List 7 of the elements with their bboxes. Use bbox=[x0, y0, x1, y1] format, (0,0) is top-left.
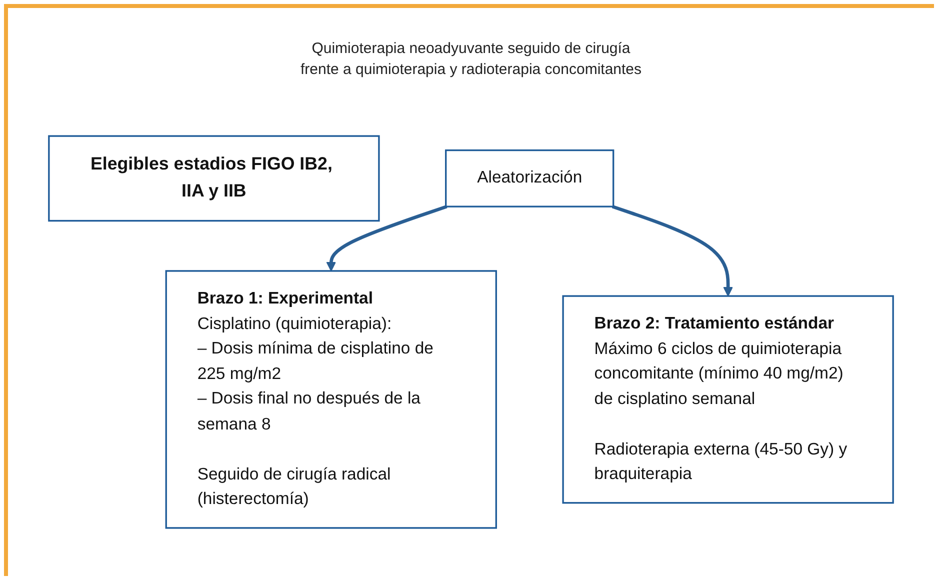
node-box: Brazo 1: Experimental Cisplatino (quimioterapia): – Dosis mínima de cisplatino de 225 mg/m2 – Dosis final no después de la semana 8 Seguido de cirugía radical (histerectomía) bbox=[165, 270, 497, 529]
diagram-title: Quimioterapia neoadyuvante seguido de cirugía frente a quimioterapia y radioterapia concomitantes bbox=[299, 39, 643, 80]
arrow bbox=[612, 204, 733, 296]
node-box: Aleatorización bbox=[445, 149, 614, 208]
node-box: Brazo 2: Tratamiento estándar Máximo 6 ciclos de quimioterapia concomitante (mínimo 40 mg/m2) de cisplatino semanal Radioterapia externa (45-50 Gy) y braquiterapia bbox=[562, 295, 894, 504]
node-box: Elegibles estadios FIGO IB2, IIA y IIB bbox=[48, 135, 380, 222]
arrow bbox=[326, 204, 448, 272]
